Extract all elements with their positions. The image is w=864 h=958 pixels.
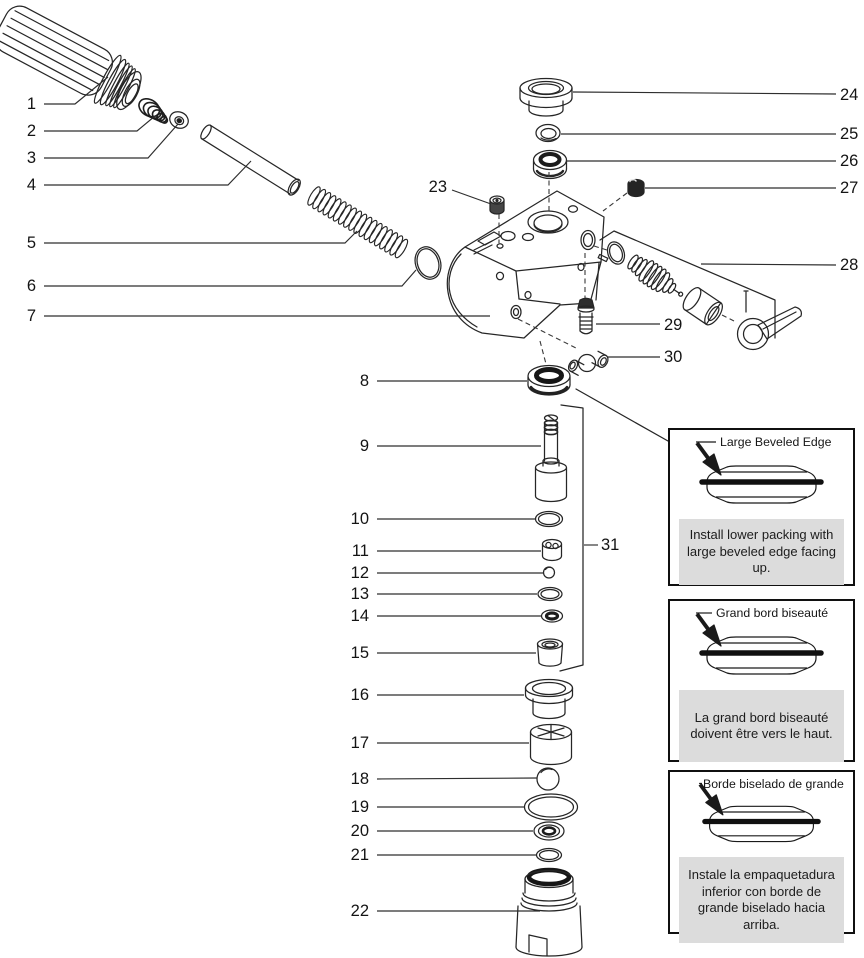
leader-line-5 [44, 230, 358, 244]
leader-line-2 [44, 115, 156, 132]
part-17-ball-cage-drawing [529, 723, 573, 766]
part-27-nut-drawing [627, 178, 645, 198]
part-number-6: 6 [27, 277, 36, 295]
part-number-25: 25 [840, 125, 858, 143]
callout-body-french: La grand bord biseauté doivent être vers… [679, 690, 844, 762]
part-number-19: 19 [351, 798, 369, 816]
part-19-oring-drawing [523, 793, 579, 821]
part-number-14: 14 [351, 607, 369, 625]
callout-art-spanish [670, 772, 853, 857]
leader-line-4 [44, 160, 252, 186]
part-1-handle-drawing [0, 5, 142, 111]
part-number-29: 29 [664, 316, 682, 334]
part-number-24: 24 [840, 86, 858, 104]
packing-illustration [695, 441, 824, 504]
part-number-3: 3 [27, 149, 36, 167]
part-number-20: 20 [351, 822, 369, 840]
part-31-bracket [559, 404, 584, 672]
callout-title-english: Large Beveled Edge [720, 435, 832, 449]
callout-pointer-line [575, 388, 669, 442]
part-30-elbow-drawing [567, 350, 609, 376]
part-13-oring-drawing [537, 586, 563, 602]
assembly-dashed-lines [498, 172, 735, 365]
part-number-labels: 1234567891011121314151617181920212223242… [27, 86, 859, 920]
part-26-packing-drawing [532, 149, 568, 180]
part-4-tube-drawing [200, 124, 301, 196]
part-number-8: 8 [360, 372, 369, 390]
part-number-22: 22 [351, 902, 369, 920]
part-5-spring-drawing [307, 186, 409, 259]
leader-line-24 [572, 91, 837, 95]
part-number-10: 10 [351, 510, 369, 528]
part-number-4: 4 [27, 176, 36, 194]
part-20-seal-drawing [533, 821, 565, 841]
part-21-oring-drawing [535, 847, 563, 863]
part-10-oring-drawing [534, 510, 564, 528]
part-7-block-drawing [446, 190, 605, 339]
callout-box-english: Large Beveled Edge Install lower packing… [668, 428, 855, 586]
leader-lines [44, 76, 837, 912]
callout-body-spanish: Instale la empaquetadura inferior con bo… [679, 857, 844, 943]
packing-illustration [698, 782, 821, 843]
part-2-spring-drawing [138, 98, 169, 124]
callout-art-french [670, 601, 853, 690]
part-18-ball-drawing [536, 767, 560, 791]
part-number-13: 13 [351, 585, 369, 603]
leader-line-23 [451, 189, 492, 205]
part-number-23: 23 [429, 178, 447, 196]
part-number-2: 2 [27, 122, 36, 140]
part-number-18: 18 [351, 770, 369, 788]
part-11-cage-drawing [541, 538, 563, 562]
part-number-12: 12 [351, 564, 369, 582]
part-number-28: 28 [840, 256, 858, 274]
part-number-15: 15 [351, 644, 369, 662]
packing-illustration [695, 612, 824, 675]
callout-title-french: Grand bord biseauté [716, 606, 829, 620]
part-3-washer-drawing [169, 111, 189, 129]
leader-line-6 [44, 269, 417, 287]
part-6-oring-drawing [414, 246, 442, 280]
leader-line-3 [44, 123, 179, 159]
leader-line-28 [700, 263, 837, 266]
part-23-screw-drawing [489, 195, 505, 215]
callout-title-spanish: Borde biselado de grande [703, 777, 844, 791]
leader-line-18 [376, 777, 538, 780]
part-number-31: 31 [601, 536, 619, 554]
part-16-guide-drawing [524, 678, 574, 720]
part-number-7: 7 [27, 307, 36, 325]
part-28-valve-assembly-drawing [597, 230, 802, 351]
part-14-seal-drawing [540, 609, 564, 623]
part-25-ring-drawing [535, 123, 561, 143]
callout-body-english: Install lower packing with large beveled… [679, 519, 844, 585]
part-number-26: 26 [840, 152, 858, 170]
callout-art-english [670, 430, 853, 519]
part-15-seat-drawing [536, 638, 564, 667]
part-number-11: 11 [352, 542, 369, 560]
part-12-ball-drawing [542, 566, 556, 579]
part-8-lower-packing-drawing [527, 364, 571, 396]
part-number-30: 30 [664, 348, 682, 366]
callout-box-french: Grand bord biseauté La grand bord biseau… [668, 599, 855, 762]
part-number-16: 16 [351, 686, 369, 704]
part-24-gland-drawing [519, 77, 573, 117]
part-number-9: 9 [360, 437, 369, 455]
part-number-1: 1 [27, 95, 36, 113]
part-number-27: 27 [840, 179, 858, 197]
part-number-5: 5 [27, 234, 36, 252]
part-29-fitting-drawing [577, 297, 595, 335]
part-9-piston-drawing [534, 414, 568, 503]
part-number-21: 21 [351, 846, 369, 864]
leader-line-1 [44, 76, 109, 105]
callout-box-spanish: Borde biselado de grande Instale la empa… [668, 770, 855, 943]
part-number-17: 17 [351, 734, 369, 752]
part-22-housing-drawing [515, 867, 583, 957]
